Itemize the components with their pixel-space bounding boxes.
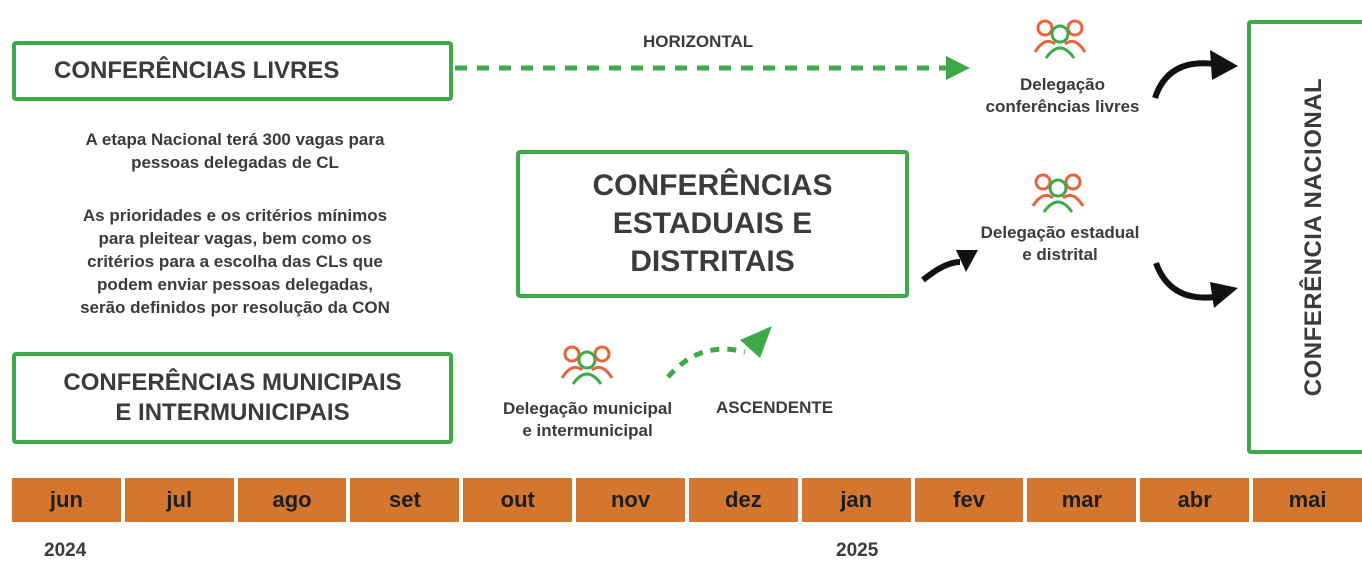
note-prioridades: As prioridades e os critérios mínimos pa… — [30, 204, 440, 319]
people-group-icon — [1031, 173, 1085, 213]
month-dez: dez — [688, 478, 798, 522]
horizontal-arrow-head — [946, 56, 970, 80]
delegacao-livres: Delegação conferências livres — [955, 74, 1170, 118]
deleg-estadual-line2: e distrital — [1022, 245, 1098, 264]
deleg-livres-line1: Delegação — [1019, 75, 1106, 94]
municipais-title-line2: E INTERMUNICIPAIS — [115, 399, 350, 426]
note2-line4: podem enviar pessoas delegadas, — [97, 275, 373, 294]
note2-line5: serão definidos por resolução da CON — [80, 298, 390, 317]
conferencias-livres-box: CONFERÊNCIAS LIVRES — [12, 41, 453, 101]
note1-line2: pessoas delegadas de CL — [131, 153, 339, 172]
estaduais-title-line1: CONFERÊNCIAS — [592, 169, 833, 202]
month-ago: ago — [237, 478, 347, 522]
note2-line3: critérios para a escolha das CLs que — [87, 252, 383, 271]
month-mar: mar — [1027, 478, 1137, 522]
month-mai: mai — [1253, 478, 1362, 522]
month-jan: jan — [801, 478, 911, 522]
note2-line2: para pleitear vagas, bem como os — [98, 229, 372, 248]
month-abr: abr — [1140, 478, 1250, 522]
conferencias-municipais-box: CONFERÊNCIAS MUNICIPAIS E INTERMUNICIPAI… — [12, 352, 453, 444]
deleg-municipal-line1: Delegação municipal — [502, 399, 673, 418]
month-nov: nov — [576, 478, 685, 522]
municipais-title-line1: CONFERÊNCIAS MUNICIPAIS — [63, 369, 402, 396]
estaduais-title-line3: DISTRITAIS — [630, 245, 795, 278]
conferencia-nacional-title: CONFERÊNCIA NACIONAL — [1300, 77, 1327, 397]
note-vagas: A etapa Nacional terá 300 vagas para pes… — [30, 128, 440, 174]
people-group-icon — [560, 345, 614, 385]
conferencias-livres-title: CONFERÊNCIAS LIVRES — [54, 57, 340, 84]
month-fev: fev — [914, 478, 1024, 522]
timeline-months: jun jul ago set out nov dez jan fev mar … — [12, 478, 1362, 522]
ascendente-arrow-head — [740, 326, 772, 358]
black-arrow-estaduais — [921, 259, 961, 283]
deleg-municipal-line2: e intermunicipal — [522, 421, 653, 440]
ascendente-label: ASCENDENTE — [716, 398, 834, 417]
horizontal-label: HORIZONTAL — [643, 32, 754, 51]
note2-line1: As prioridades e os critérios mínimos — [82, 206, 388, 225]
black-arrow-livres — [1152, 60, 1216, 100]
people-group-icon — [1033, 19, 1087, 59]
note1-line1: A etapa Nacional terá 300 vagas para — [85, 130, 385, 149]
conferencias-estaduais-box: CONFERÊNCIAS ESTADUAIS E DISTRITAIS — [516, 150, 909, 298]
month-jul: jul — [124, 478, 234, 522]
delegacao-estadual: Delegação estadual e distrital — [950, 222, 1170, 266]
deleg-estadual-line1: Delegação estadual — [980, 223, 1140, 242]
black-arrow-estadual-nacional — [1153, 261, 1216, 301]
year-2025-label: 2025 — [836, 540, 879, 561]
month-out: out — [463, 478, 573, 522]
year-2024-label: 2024 — [44, 540, 87, 561]
month-set: set — [350, 478, 460, 522]
month-jun: jun — [12, 478, 121, 522]
estaduais-title-line2: ESTADUAIS E — [612, 207, 813, 240]
conferencia-nacional-box: CONFERÊNCIA NACIONAL — [1247, 20, 1362, 454]
ascendente-dashed-arrow — [666, 346, 746, 379]
deleg-livres-line2: conferências livres — [985, 97, 1140, 116]
delegacao-municipal: Delegação municipal e intermunicipal — [475, 398, 700, 442]
